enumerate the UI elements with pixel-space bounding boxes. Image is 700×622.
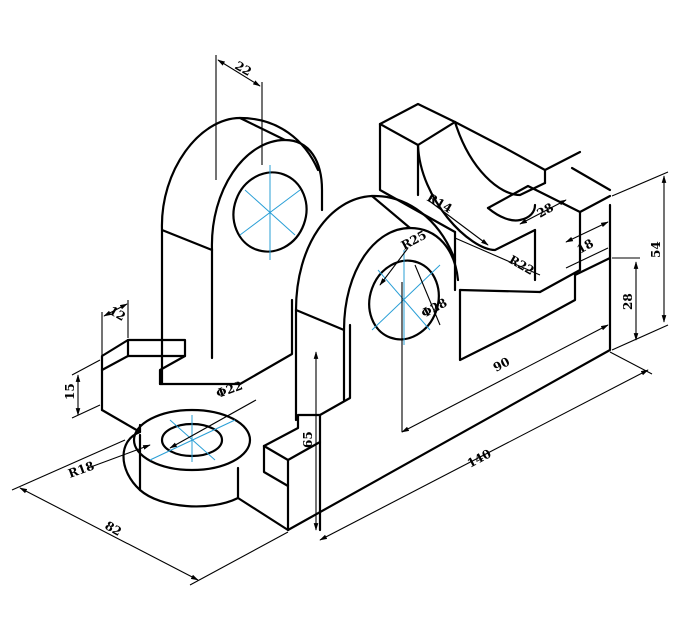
dim-65: 65 — [301, 431, 315, 448]
dim-18: 18 — [575, 236, 596, 256]
dimension-labels: 22 12 15 R18 82 Φ22 65 140 R25 Φ28 R14 R… — [63, 58, 663, 538]
boss-phi22 — [132, 408, 252, 472]
dim-28-top: 28 — [535, 200, 556, 220]
middle-arch — [294, 194, 460, 422]
dim-phi22: Φ22 — [214, 378, 244, 400]
left-upright — [160, 116, 324, 360]
dimension-lines — [11, 55, 669, 586]
dim-82: 82 — [103, 518, 124, 538]
dim-r22: R22 — [507, 252, 537, 277]
dim-54: 54 — [649, 241, 663, 258]
dim-r18: R18 — [66, 459, 96, 481]
base-plate — [100, 203, 612, 532]
dim-140: 140 — [465, 447, 494, 471]
dim-28-side: 28 — [621, 293, 635, 310]
dim-r25: R25 — [399, 228, 429, 253]
dim-r14: R14 — [425, 190, 455, 215]
dim-12: 12 — [107, 303, 128, 323]
dim-90: 90 — [491, 354, 512, 374]
dim-15: 15 — [63, 383, 77, 400]
dim-22-top: 22 — [233, 58, 254, 78]
